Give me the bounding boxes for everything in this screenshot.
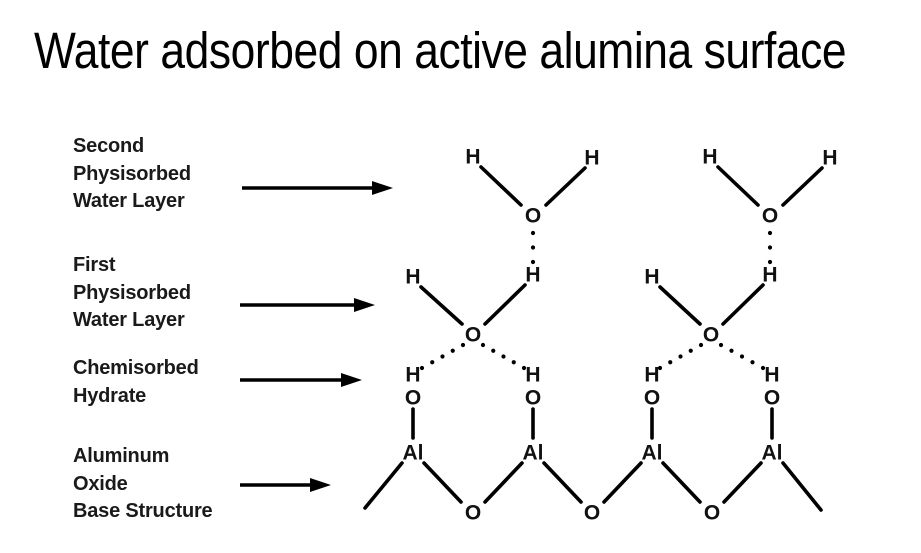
bond-solid (544, 166, 587, 207)
bond-solid (781, 166, 824, 207)
bond-solid (483, 461, 524, 504)
bond-dotted-dot (440, 354, 445, 359)
atom-label-h: H (465, 146, 480, 169)
bond-dotted-dot (750, 360, 755, 365)
atom-label-o: O (762, 205, 778, 228)
atom-label-h: H (762, 264, 777, 287)
bond-dotted-dot (480, 342, 486, 348)
bond-dotted-dot (511, 360, 516, 365)
layer-label-line: Water Layer (73, 309, 185, 331)
bond-solid (602, 461, 643, 504)
atom-label-h: H (525, 364, 540, 387)
bond-dotted-dot (460, 342, 466, 348)
bond-dotted-dot (668, 360, 673, 365)
atom-label-h: H (822, 147, 837, 170)
bond-dotted-dot (491, 348, 496, 353)
atom-label-h: H (644, 364, 659, 387)
atom-label-o: O (644, 387, 660, 410)
atom-label-h: H (584, 147, 599, 170)
atom-label-h: H (644, 266, 659, 289)
bond-solid (781, 461, 823, 512)
bond-solid (716, 165, 760, 207)
bond-dotted-dot (729, 348, 734, 353)
atom-label-o: O (703, 324, 719, 347)
bond-solid (422, 461, 463, 504)
bond-dotted-dot (419, 365, 425, 371)
layer-label-line: Physisorbed (73, 162, 191, 185)
atom-label-o: O (465, 502, 481, 525)
bond-dotted-dot (657, 365, 663, 371)
bond-dotted-dot (530, 230, 536, 236)
bond-solid (661, 461, 702, 504)
bond-dotted-dot (501, 354, 506, 359)
atom-label-h: H (405, 364, 420, 387)
bond-dotted-dot (767, 245, 773, 250)
bond-dotted-dot (767, 230, 773, 236)
bond-dotted-dot (450, 348, 455, 353)
bond-solid (363, 461, 404, 510)
atom-label-o: O (704, 502, 720, 525)
bond-solid (658, 285, 702, 326)
atom-label-h: H (702, 146, 717, 169)
bond-dotted-dot (530, 245, 536, 250)
bond-dotted-dot (698, 342, 704, 348)
bond-dotted-dot (678, 354, 683, 359)
bond-solid (722, 461, 763, 504)
bond-dotted-dot (521, 365, 527, 371)
bond-dotted-dot (530, 259, 536, 265)
atom-label-o: O (465, 324, 481, 347)
layer-label-line: First (73, 254, 116, 276)
atom-label-h: H (764, 364, 779, 387)
layer-label-line: Base Structure (73, 500, 213, 522)
layer-label-line: Physisorbed (73, 281, 191, 304)
layer-label-line: Aluminum (73, 445, 170, 467)
bond-solid (479, 165, 523, 207)
layer-label-line: Hydrate (73, 384, 147, 407)
atom-label-h: H (525, 264, 540, 287)
label-arrow-head (372, 181, 393, 195)
layer-label-line: Second (73, 135, 145, 157)
bond-dotted-dot (430, 360, 435, 365)
label-arrow-head (310, 478, 331, 492)
atom-label-al: Al (523, 442, 544, 465)
label-arrow-head (341, 373, 362, 387)
bond-dotted-dot (767, 259, 773, 265)
atom-label-al: Al (403, 442, 424, 465)
atom-label-h: H (405, 266, 420, 289)
label-arrow-head (354, 298, 375, 312)
bond-dotted-dot (739, 354, 745, 359)
atom-label-o: O (584, 502, 600, 525)
bond-solid (483, 283, 527, 326)
layer-label-line: Water Layer (73, 190, 185, 212)
atom-label-al: Al (762, 442, 783, 465)
atom-label-o: O (764, 387, 780, 410)
page-title: Water adsorbed on active alumina surface (34, 22, 847, 79)
atom-label-o: O (525, 205, 541, 228)
layer-label-line: Oxide (73, 472, 128, 495)
atom-label-o: O (525, 387, 541, 410)
bond-solid (419, 285, 464, 326)
atom-label-o: O (405, 387, 421, 410)
layer-label-line: Chemisorbed (73, 357, 199, 379)
atom-label-al: Al (642, 442, 663, 465)
bond-dotted-dot (718, 342, 724, 348)
bond-solid (542, 461, 583, 504)
bond-solid (721, 283, 765, 326)
bond-dotted-dot (760, 365, 766, 371)
bond-dotted-dot (688, 348, 693, 353)
